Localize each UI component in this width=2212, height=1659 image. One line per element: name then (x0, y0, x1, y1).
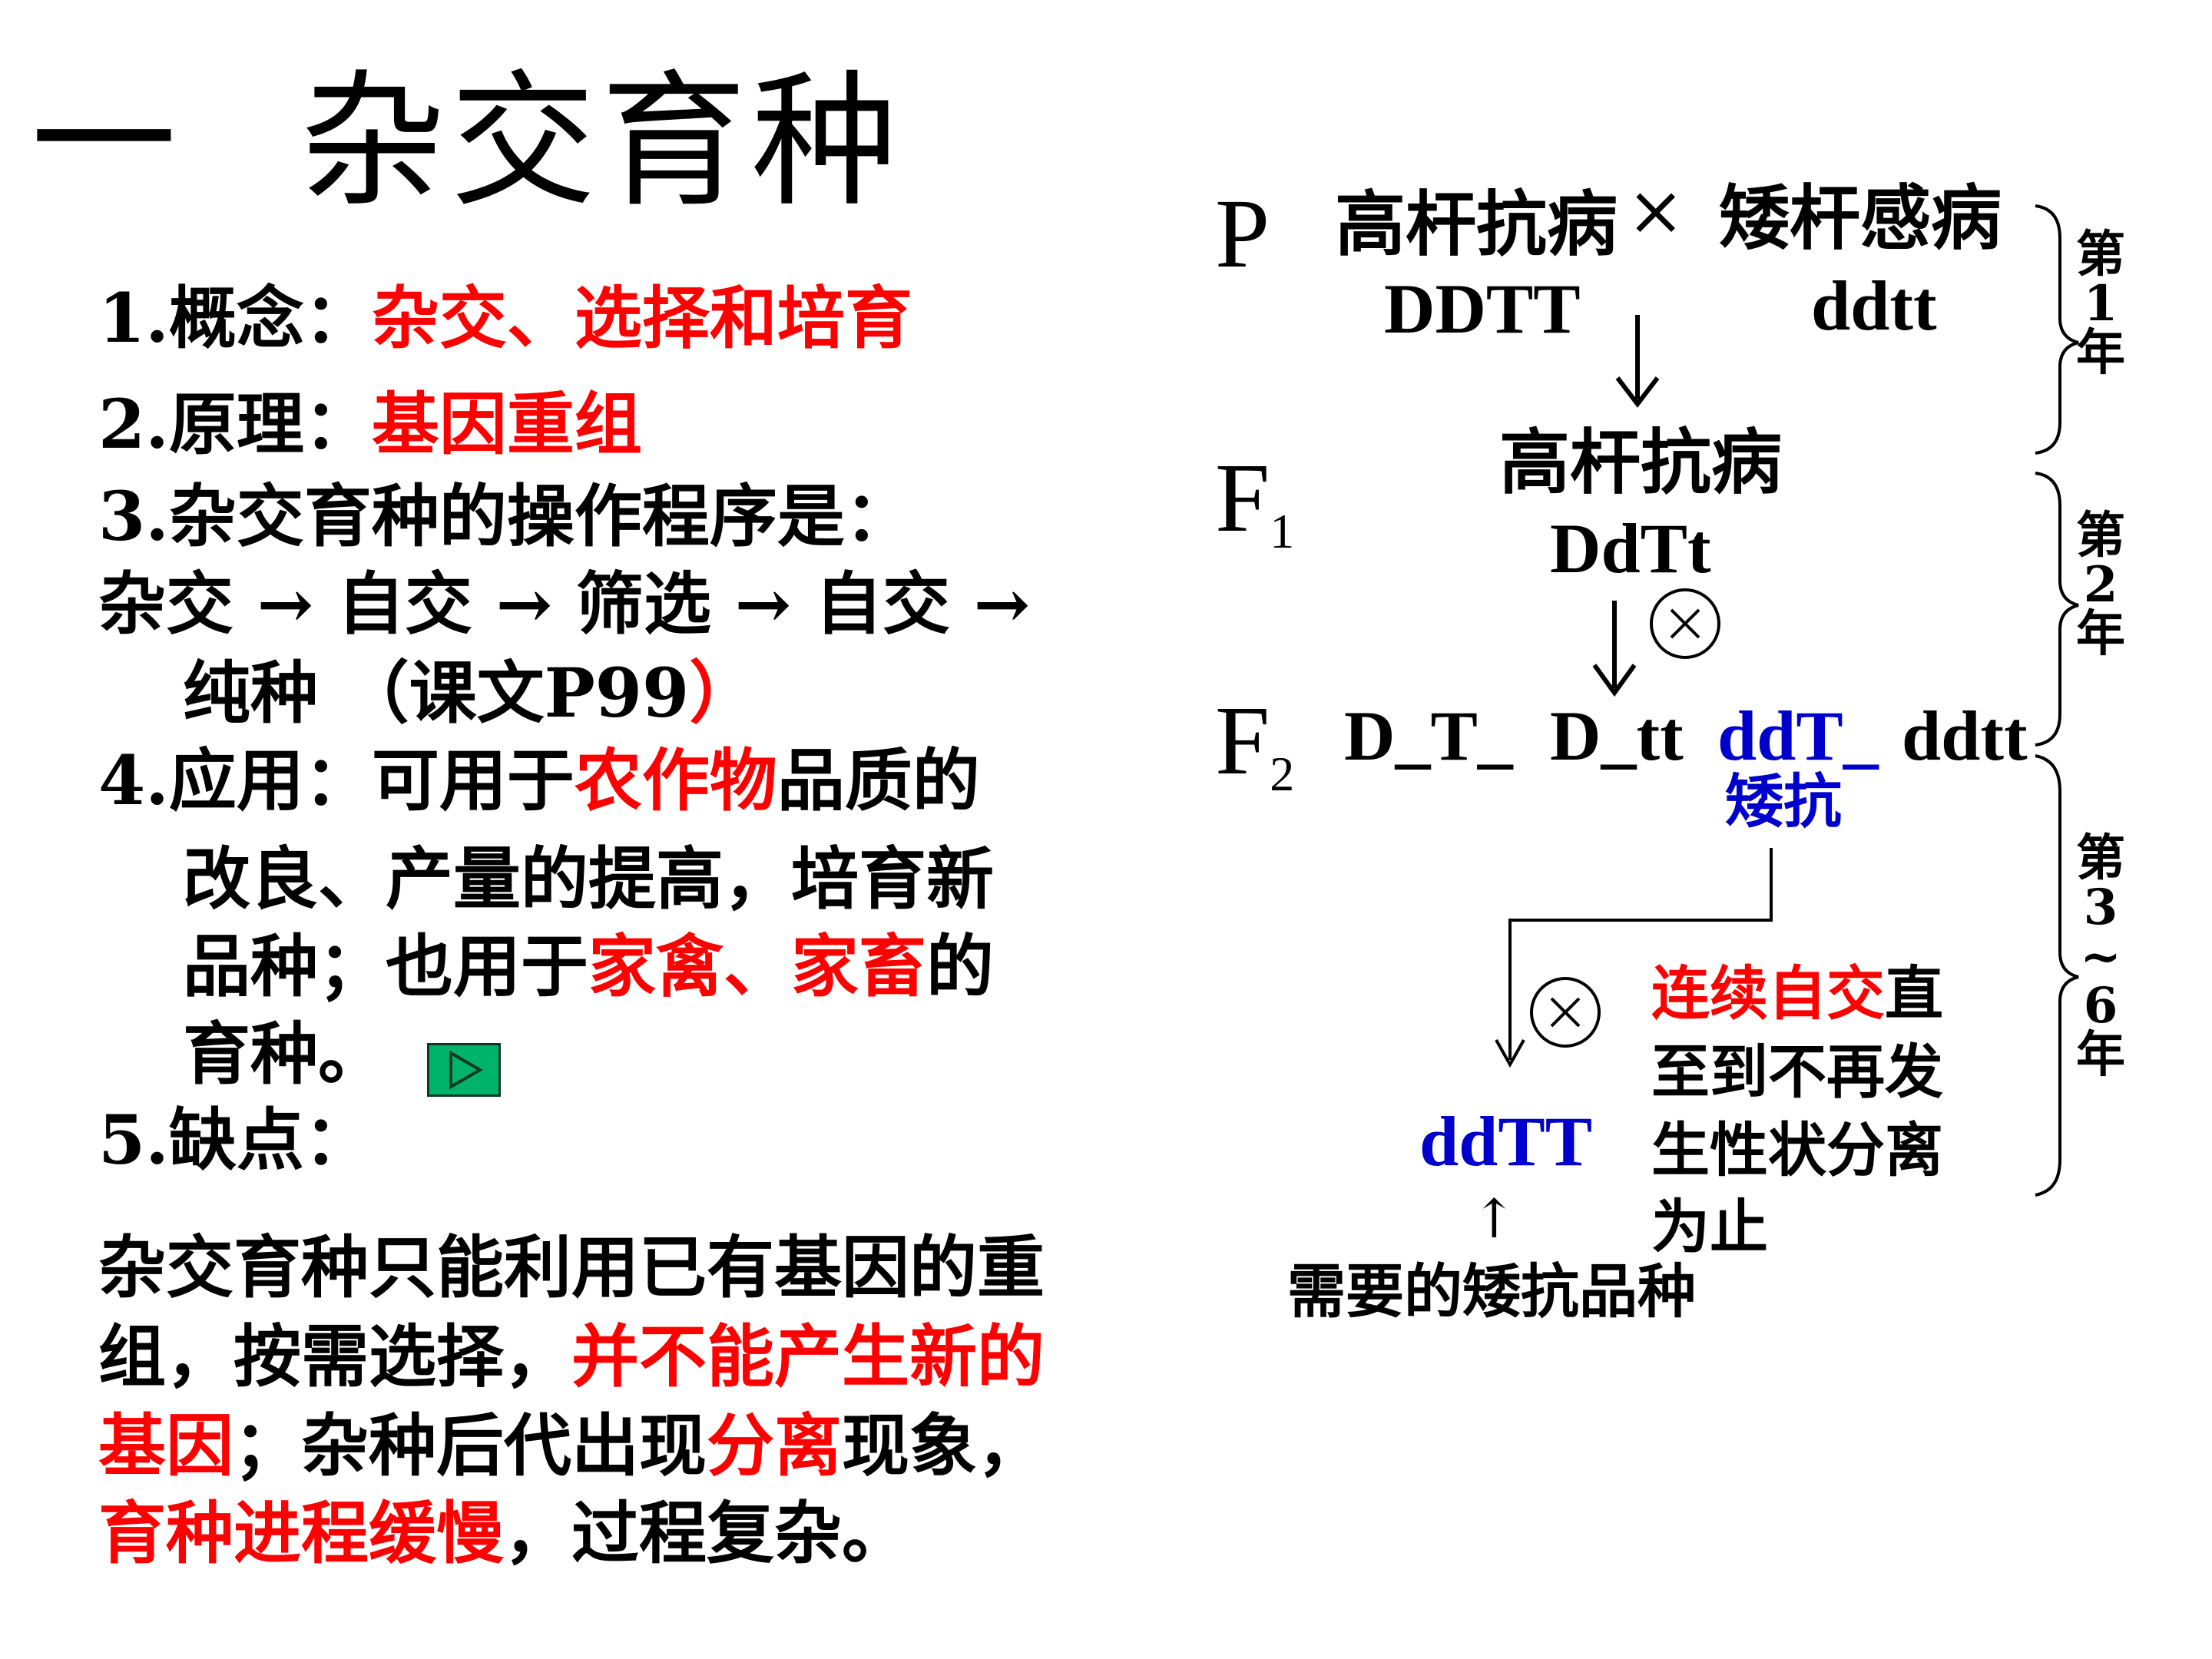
year-label-1: 第 1 年 (2074, 230, 2128, 378)
procedure-heading: 3.杂交育种的操作程序是： (98, 476, 912, 556)
application-line-2: 改良、产量的提高，培育新 (183, 839, 995, 919)
connector-to-final (1495, 848, 1773, 1068)
procedure-flow: 杂交 → 自交 → 筛选 → 自交 → (98, 564, 1031, 644)
concept-line: 1.概念：杂交、选择和培育 (98, 284, 912, 352)
drawback-no-new-genes: 并不能产生新的 (571, 1316, 1045, 1396)
application-line-3b: 的 (926, 926, 995, 1006)
application-line-3: 品种；也用于家禽、家畜的 (183, 932, 994, 1000)
gen-label-f1: F1 (1215, 449, 1294, 556)
brace-year-1-icon (2035, 204, 2079, 455)
cross-sign: × (1627, 171, 1685, 251)
f2-dwarf-resistant-label: 矮抗 (1725, 767, 1842, 836)
drawback-line-3: 基因；杂种后代出现分离现象， (98, 1412, 1045, 1479)
year-label-3: 第 3 ~ 6 年 (2074, 834, 2128, 1080)
f2-letter: F (1215, 686, 1270, 795)
arrow-p-to-f1 (1615, 315, 1660, 408)
p-geno1: DDTT (1384, 270, 1581, 348)
f2-genotype-1: D_T_ (1344, 697, 1513, 775)
application-line-3a: 品种；也用于 (183, 926, 589, 1006)
page-title: 杂交育种 (300, 57, 902, 227)
drawback-heading: 5.缺点： (98, 1100, 372, 1180)
drawback-line-2: 组，按需选择，并不能产生新的 (98, 1323, 1045, 1390)
principle-line: 2.原理：基因重组 (98, 390, 642, 458)
note-line-4: 为止 (1651, 1193, 1768, 1261)
application-rest: 品质的 (777, 740, 980, 820)
f2-genotype-3: ddT_ (1717, 697, 1879, 775)
application-line-4: 育种。 (183, 1014, 386, 1094)
principle-label: 2.原理： (98, 384, 372, 464)
application-label: 4.应用：可用于 (98, 740, 575, 820)
f2-genotype-2: D_tt (1550, 697, 1684, 775)
note-line-1: 连续自交直 (1651, 965, 1943, 1023)
concept-label: 1.概念： (98, 278, 372, 358)
f2-subscript: 2 (1270, 747, 1295, 801)
f2-genotype-4: ddtt (1902, 697, 2028, 775)
p-parent2: 矮杆感病 (1719, 177, 2002, 260)
gen-label-f2: F2 (1215, 691, 1294, 799)
year1-char-3: 年 (2076, 324, 2125, 382)
year3-char-4: 6 (2083, 977, 2118, 1035)
arrow-f1-to-f2 (1592, 601, 1637, 697)
year2-char-2: 2 (2083, 556, 2118, 614)
drawback-line-4: 育种进程缓慢，过程复杂。 (98, 1499, 909, 1567)
gen-label-p: P (1215, 179, 1270, 288)
self-cross-circle-icon (1650, 588, 1720, 659)
f1-subscript: 1 (1270, 504, 1295, 558)
play-button[interactable] (427, 1043, 501, 1097)
drawback-segregation: 分离 (707, 1406, 843, 1485)
application-crops: 农作物 (574, 740, 777, 820)
year2-char-3: 年 (2076, 605, 2125, 663)
concept-value: 杂交、选择和培育 (371, 278, 912, 358)
procedure-flow-2: 纯种 （课文P99） (183, 659, 757, 727)
need-label: 需要的矮抗品种 (1287, 1257, 1696, 1326)
year3-char-2: 3 (2083, 879, 2118, 936)
drawback-line-4b: ，过程复杂。 (504, 1493, 910, 1573)
p-geno2: ddtt (1811, 267, 1937, 345)
p-parent1: 高杆抗病 (1335, 183, 1618, 266)
year3-char-5: 年 (2076, 1026, 2125, 1084)
drawback-line-1: 杂交育种只能利用已有基因的重 (98, 1227, 1045, 1307)
year3-char-1: 第 (2076, 830, 2125, 887)
final-genotype: ddTT (1419, 1102, 1593, 1181)
note-line-1b: 直 (1885, 959, 1943, 1028)
drawback-line-3a: ；杂种后代出现 (233, 1406, 707, 1485)
drawback-line-3b: 现象， (842, 1406, 1045, 1485)
brace-year-2-icon (2035, 472, 2079, 747)
application-livestock: 家禽、家畜 (588, 926, 927, 1006)
drawback-line-2a: 组，按需选择， (98, 1316, 572, 1396)
note-line-3: 生性状分离 (1651, 1116, 1943, 1184)
year2-char-1: 第 (2076, 507, 2125, 565)
need-arrow: ↑ (1472, 1187, 1517, 1250)
principle-value: 基因重组 (371, 384, 642, 464)
note-line-2: 至到不再发 (1651, 1038, 1943, 1106)
year1-char-1: 第 (2076, 226, 2125, 283)
year1-char-2: 1 (2083, 275, 2118, 333)
procedure-flow-2a: 纯种 （课文P99 (183, 653, 690, 733)
f1-genotype: DdTt (1550, 509, 1711, 588)
note-continuous-selfing: 连续自交 (1651, 959, 1885, 1028)
f1-letter: F (1215, 443, 1270, 552)
brace-year-3-icon (2035, 754, 2079, 1197)
year-label-2: 第 2 年 (2074, 512, 2128, 659)
drawback-genes: 基因 (98, 1406, 234, 1485)
year3-char-3: ~ (2080, 928, 2121, 985)
application-line-1: 4.应用：可用于农作物品质的 (98, 747, 980, 814)
drawback-slow: 育种进程缓慢 (98, 1493, 505, 1573)
title-number: 一 (31, 57, 177, 227)
self-cross-circle-2-icon (1530, 977, 1601, 1048)
procedure-flow-2b: ） (689, 653, 757, 733)
f1-phenotype: 高杆抗病 (1499, 421, 1783, 504)
play-icon (449, 1050, 483, 1090)
